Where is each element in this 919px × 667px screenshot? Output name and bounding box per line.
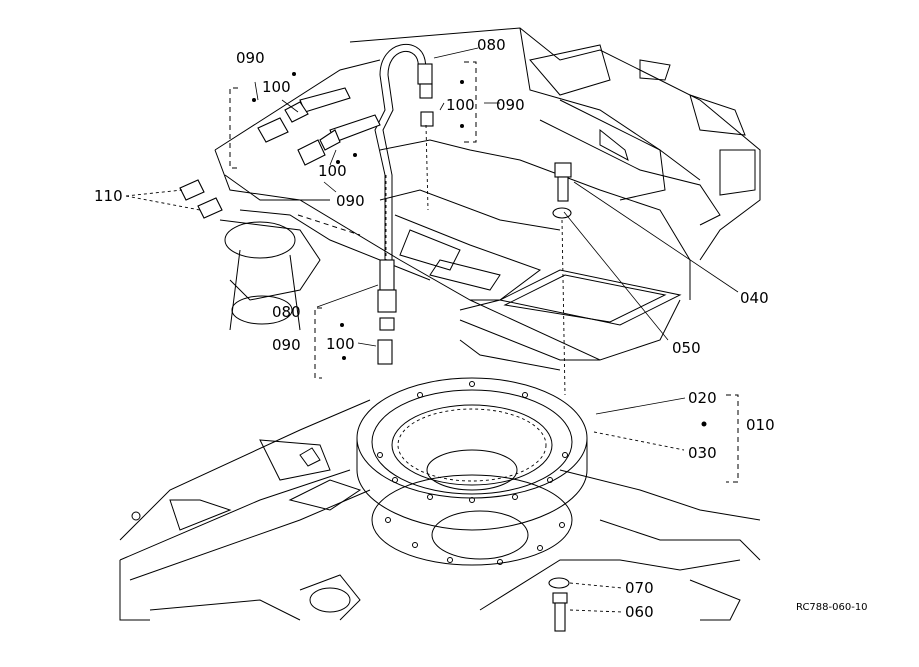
callout-090-top-left: 090 <box>236 49 265 67</box>
callout-010: 010 <box>746 416 775 434</box>
callout-050: 050 <box>672 339 701 357</box>
callout-100-mid-left: 100 <box>318 162 347 180</box>
callout-030: 030 <box>688 444 717 462</box>
callout-070: 070 <box>625 579 654 597</box>
callout-080-mid: 080 <box>272 303 301 321</box>
callout-090-lower: 090 <box>272 336 301 354</box>
swing-bearing-drawing <box>356 377 588 566</box>
lower-frame-drawing <box>119 399 761 621</box>
callout-020: 020 <box>688 389 717 407</box>
bearing-bolt-holes <box>377 381 568 565</box>
callout-060: 060 <box>625 603 654 621</box>
callout-090-mid-left: 090 <box>336 192 365 210</box>
callout-090-top-right: 090 <box>496 96 525 114</box>
callout-080-top: 080 <box>477 36 506 54</box>
callout-100-top-right: 100 <box>446 96 475 114</box>
callout-100-lower: 100 <box>326 335 355 353</box>
reference-dots <box>252 72 707 427</box>
callout-labels: 090 100 080 100 090 100 090 110 040 080 … <box>94 36 868 621</box>
callout-100-top-left: 100 <box>262 78 291 96</box>
drawing-id: RC788-060-10 <box>796 602 868 613</box>
callout-110: 110 <box>94 187 123 205</box>
leader-lines <box>125 47 739 613</box>
hose-assembly-drawing <box>179 44 572 632</box>
callout-040: 040 <box>740 289 769 307</box>
